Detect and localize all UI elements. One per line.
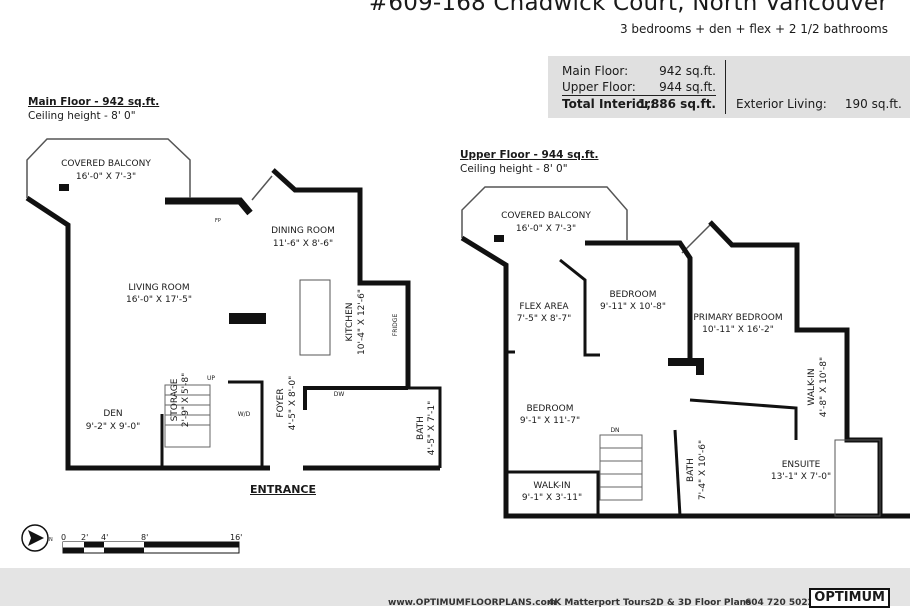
room-size: 9'-2" X 9'-0" (86, 422, 141, 432)
upper-floor-ceiling: Ceiling height - 8' 0" (460, 163, 568, 175)
room-name: FOYER (276, 388, 286, 417)
shower (834, 439, 881, 517)
stairs-main (164, 384, 211, 448)
main-floor-ceiling: Ceiling height - 8' 0" (28, 110, 136, 122)
room-size: 11'-6" X 8'-6" (273, 239, 333, 249)
footer-tours: 4K Matterport Tours (548, 598, 651, 608)
dishwasher-label: DW (334, 391, 345, 398)
room-size: 7'-5" X 8'-7" (517, 314, 572, 324)
scale-tick: 4' (101, 533, 108, 542)
post (494, 235, 504, 242)
room-name: ENSUITE (782, 460, 821, 470)
room-name: BEDROOM (527, 404, 574, 414)
footer-website[interactable]: www.OPTIMUMFLOORPLANS.com (388, 598, 557, 608)
room-size: 16'-0" X 17'-5" (126, 295, 192, 305)
room-size: 4'-5" X 8'-0" (288, 376, 298, 431)
room-size: 4'-5" X 7'-1" (427, 401, 437, 456)
label: Upper Floor: (562, 80, 636, 94)
room-name: BATH (416, 416, 426, 440)
room-name: COVERED BALCONY (61, 159, 151, 169)
listing-title: #609-168 Chadwick Court, North Vancouver (368, 0, 888, 16)
label: Exterior Living: (736, 97, 827, 111)
label: Total Interior: (562, 97, 655, 111)
room-size: 16'-0" X 7'-3" (516, 224, 576, 234)
room-size: 4'-8" X 10'-8" (819, 357, 829, 417)
stairs-up-label: UP (207, 375, 215, 382)
scale-tick: 8' (141, 533, 148, 542)
north-label: N (49, 537, 53, 543)
value: 1,886 sq.ft. (638, 97, 716, 111)
total-interior-area: Total Interior:1,886 sq.ft. (562, 97, 716, 111)
room-size: 10'-4" X 12'-6" (357, 289, 367, 355)
footer-phone: 604 720 5022 (745, 598, 814, 608)
kitchen-island (299, 279, 331, 356)
room-size: 16'-0" X 7'-3" (76, 172, 136, 182)
scale-bar: 0 2' 4' 8' 16' (61, 533, 242, 554)
stairs-upper (599, 434, 643, 501)
upper-floor-title: Upper Floor - 944 sq.ft. (460, 149, 599, 161)
beam (229, 313, 266, 324)
scale-tick: 16' (230, 533, 242, 542)
room-name: BATH (686, 458, 696, 482)
room-name: WALK-IN (533, 481, 570, 491)
room-name: KITCHEN (345, 303, 355, 342)
label: Main Floor: (562, 64, 629, 78)
room-name: DEN (103, 409, 122, 419)
value: 944 sq.ft. (659, 80, 716, 94)
listing-subtitle: 3 bedrooms + den + flex + 2 1/2 bathroom… (619, 22, 888, 36)
upper-floor-area: Upper Floor: 944 sq.ft. (562, 80, 716, 96)
room-name: LIVING ROOM (128, 283, 189, 293)
exterior-living-area: Exterior Living: 190 sq.ft. (736, 97, 902, 111)
balconies (26, 138, 711, 254)
main-floor-title: Main Floor - 942 sq.ft. (28, 96, 160, 108)
fridge-label: FRIDGE (392, 314, 399, 337)
room-name: WALK-IN (807, 368, 817, 405)
room-size: 13'-1" X 7'-0" (771, 472, 831, 482)
room-size: 2'-9" X 5'-8" (181, 373, 191, 428)
main-floor-area: Main Floor: 942 sq.ft. (562, 64, 716, 78)
upper-floor-room-labels: COVERED BALCONY 16'-0" X 7'-3" BEDROOM 9… (501, 211, 831, 503)
room-size: 9'-1" X 11'-7" (520, 416, 580, 426)
north-arrow-icon (28, 530, 44, 546)
scale-tick: 0 (61, 533, 66, 542)
room-size: 9'-1" X 3'-11" (522, 493, 582, 503)
optimum-logo: OPTIMUM (809, 588, 890, 608)
scale-tick: 2' (81, 533, 88, 542)
room-name: FLEX AREA (519, 302, 569, 312)
room-name: PRIMARY BEDROOM (693, 313, 782, 323)
north-arrow: N (21, 524, 53, 552)
washer-dryer-label: W/D (238, 411, 251, 418)
main-floor-walls (25, 168, 442, 471)
room-size: 10'-11" X 16'-2" (702, 325, 774, 335)
stairs-down-label: DN (610, 427, 619, 434)
room-size: 9'-11" X 10'-8" (600, 302, 666, 312)
room-size: 7'-4" X 10'-6" (698, 440, 708, 500)
area-summary-box: Main Floor: 942 sq.ft. Upper Floor: 944 sq… (548, 56, 910, 118)
post (59, 184, 69, 191)
entrance-label: ENTRANCE (250, 483, 316, 496)
room-name: DINING ROOM (271, 226, 335, 236)
room-name: COVERED BALCONY (501, 211, 591, 221)
value: 190 sq.ft. (844, 97, 902, 111)
room-name: BEDROOM (610, 290, 657, 300)
footer-band: www.OPTIMUMFLOORPLANS.com 4K Matterport … (0, 568, 910, 608)
footer-plans: 2D & 3D Floor Plans (650, 598, 752, 608)
compass-circle (21, 524, 49, 552)
main-floor-room-labels: COVERED BALCONY 16'-0" X 7'-3" DINING RO… (61, 159, 437, 455)
room-name: STORAGE (170, 378, 180, 421)
value: 942 sq.ft. (659, 64, 716, 78)
fireplace-label: FP (215, 218, 221, 224)
floor-plan-drawing: COVERED BALCONY 16'-0" X 7'-3" DINING RO… (21, 138, 910, 554)
divider (725, 60, 726, 114)
